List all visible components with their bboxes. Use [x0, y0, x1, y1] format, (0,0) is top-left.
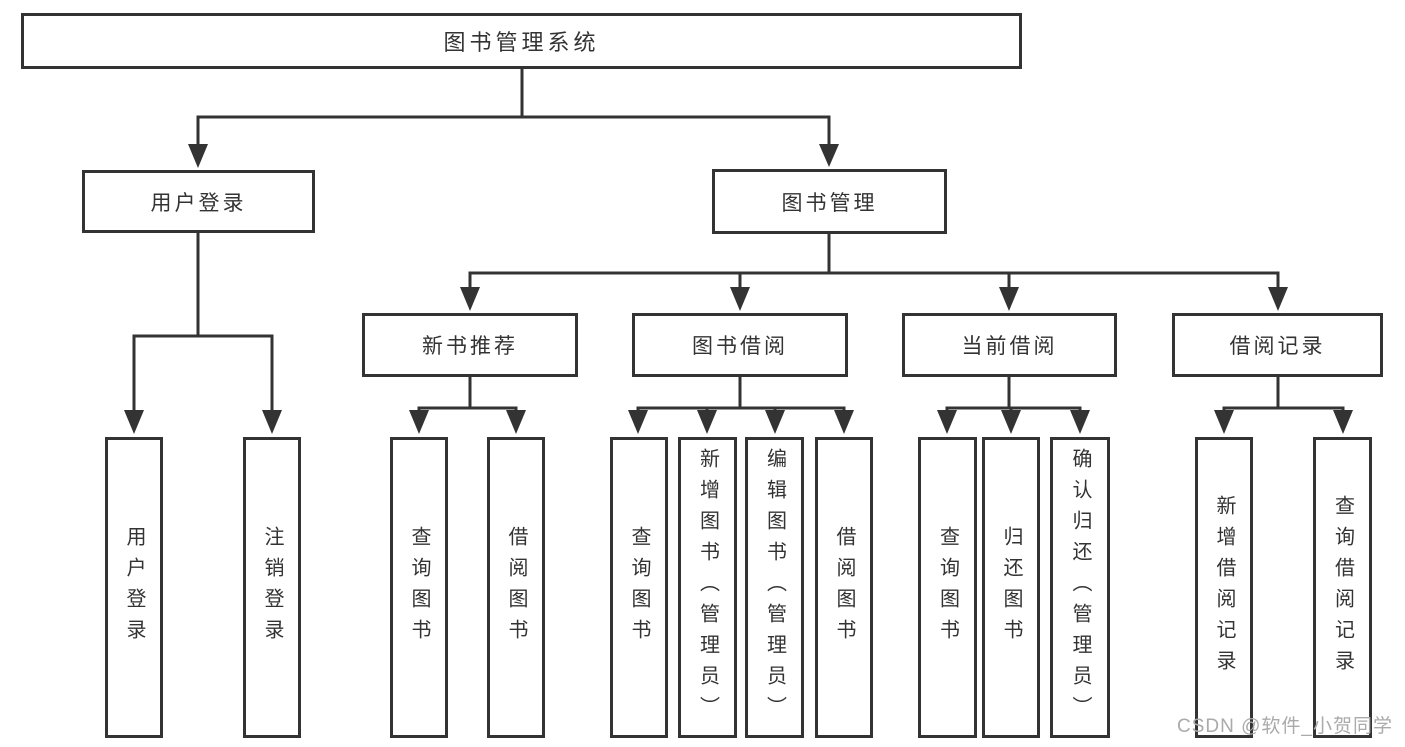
node-book-management: 图书管理 — [712, 169, 947, 234]
node-root-label: 图书管理系统 — [443, 30, 600, 55]
leaf-return-book: 归还图书 — [982, 437, 1040, 738]
leaf-confirm-return-admin: 确认归还（管理员） — [1050, 437, 1110, 738]
node-user-login-label: 用户登录 — [150, 191, 247, 215]
leaf-add-book-admin: 新增图书（管理员） — [678, 437, 737, 738]
leaf-query-books-recommend: 查询图书 — [390, 437, 448, 738]
leaf-logout-label: 注销登录 — [261, 525, 283, 650]
leaf-add-borrow-record: 新增借阅记录 — [1195, 437, 1253, 738]
leaf-borrow-books-recommend-label: 借阅图书 — [505, 525, 527, 650]
node-borrowing-records: 借阅记录 — [1172, 313, 1383, 377]
node-book-borrowing: 图书借阅 — [632, 313, 848, 377]
leaf-user-login: 用户登录 — [105, 437, 163, 738]
node-new-book-recommend: 新书推荐 — [362, 313, 578, 377]
leaf-query-books-borrowing: 查询图书 — [610, 437, 668, 738]
leaf-confirm-return-admin-label: 确认归还（管理员） — [1069, 448, 1091, 727]
leaf-query-books-borrowing-label: 查询图书 — [628, 525, 650, 650]
node-user-login: 用户登录 — [82, 170, 315, 233]
leaf-borrow-books-borrowing-label: 借阅图书 — [833, 525, 855, 650]
leaf-return-book-label: 归还图书 — [1000, 525, 1022, 650]
node-book-borrowing-label: 图书借阅 — [692, 335, 788, 358]
node-current-borrowing-label: 当前借阅 — [961, 335, 1058, 358]
csdn-watermark: CSDN @软件_小贺同学 — [1177, 716, 1393, 737]
leaf-query-books-current: 查询图书 — [918, 437, 977, 738]
leaf-borrow-books-borrowing: 借阅图书 — [815, 437, 873, 738]
node-borrowing-records-label: 借阅记录 — [1229, 335, 1326, 358]
leaf-add-borrow-record-label: 新增借阅记录 — [1213, 494, 1235, 681]
leaf-borrow-books-recommend: 借阅图书 — [487, 437, 545, 738]
leaf-edit-book-admin-label: 编辑图书（管理员） — [763, 448, 786, 727]
node-root-system: 图书管理系统 — [21, 13, 1022, 69]
leaf-add-book-admin-label: 新增图书（管理员） — [696, 448, 719, 727]
node-current-borrowing: 当前借阅 — [902, 313, 1117, 377]
node-book-management-label: 图书管理 — [781, 191, 878, 215]
leaf-query-books-recommend-label: 查询图书 — [408, 525, 430, 650]
leaf-query-borrow-record: 查询借阅记录 — [1313, 437, 1372, 738]
node-new-book-recommend-label: 新书推荐 — [422, 335, 518, 358]
leaf-logout: 注销登录 — [243, 437, 301, 738]
leaf-query-books-current-label: 查询图书 — [936, 525, 959, 650]
arrowheads — [124, 144, 1353, 434]
leaf-edit-book-admin: 编辑图书（管理员） — [745, 437, 804, 738]
leaf-query-borrow-record-label: 查询借阅记录 — [1331, 494, 1354, 681]
leaf-user-login-label: 用户登录 — [123, 525, 145, 650]
